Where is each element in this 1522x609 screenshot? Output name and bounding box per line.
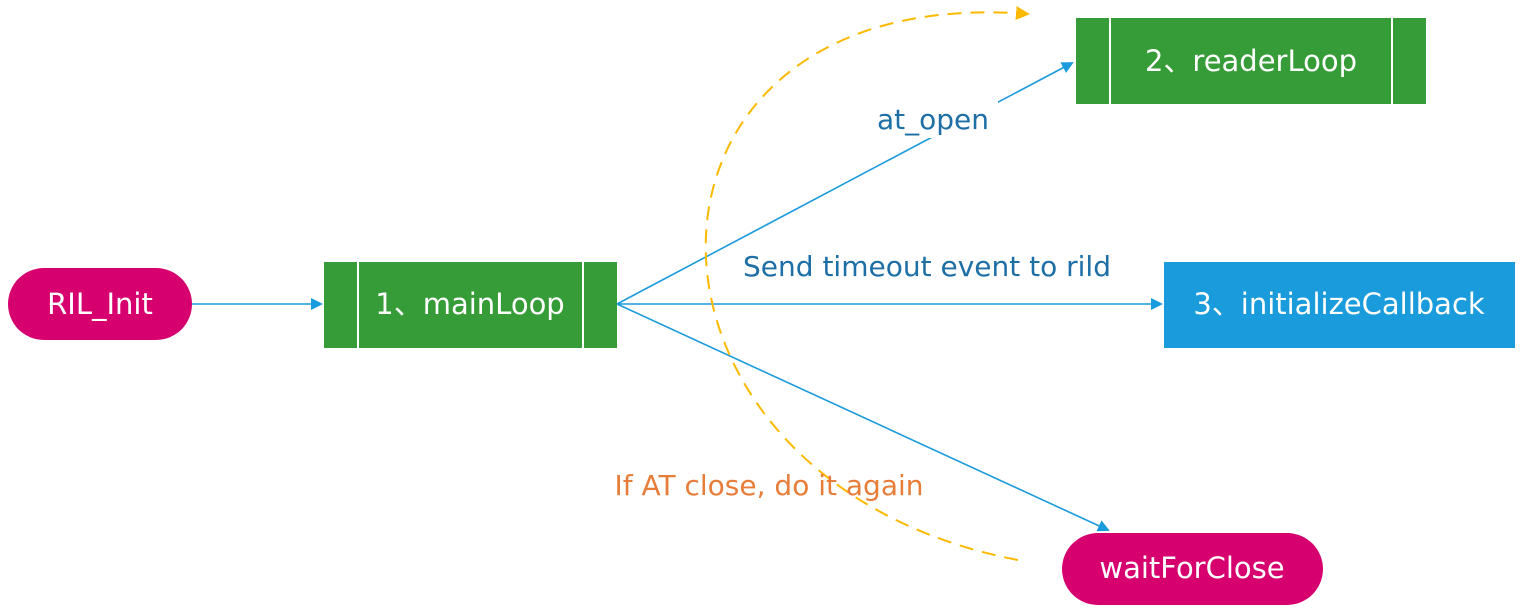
at-close-retry-label: If AT close, do it again	[615, 469, 924, 502]
wait-for-close-shape	[1062, 533, 1323, 605]
at-open-label: at_open	[877, 103, 989, 136]
wait-for-close-label: waitForClose	[1099, 551, 1284, 585]
main-loop-label: 1、mainLoop	[375, 287, 564, 321]
ril-init-label: RIL_Init	[47, 287, 153, 321]
ril-init-shape	[8, 268, 192, 340]
node-reader-loop: 2、readerLoop	[1076, 18, 1426, 104]
at-open-label-bg	[866, 96, 998, 138]
main-loop-shape	[324, 262, 617, 348]
edge-main-loop-to-wait-for-close	[616, 303, 1110, 532]
edge-labels: at_open Send timeout event to rild If AT…	[615, 96, 1111, 502]
initialize-callback-label: 3、initializeCallback	[1193, 287, 1485, 321]
node-main-loop: 1、mainLoop	[324, 262, 617, 348]
node-initialize-callback: 3、initializeCallback	[1164, 262, 1515, 348]
node-wait-for-close: waitForClose	[1062, 533, 1323, 605]
edge-wait-for-close-to-reader-loop-dashed	[704, 6, 1030, 561]
send-timeout-label: Send timeout event to rild	[743, 250, 1111, 283]
reader-loop-shape	[1076, 18, 1426, 104]
reader-loop-label: 2、readerLoop	[1145, 44, 1357, 78]
initialize-callback-shape	[1164, 262, 1515, 348]
node-ril-init: RIL_Init	[8, 268, 192, 340]
